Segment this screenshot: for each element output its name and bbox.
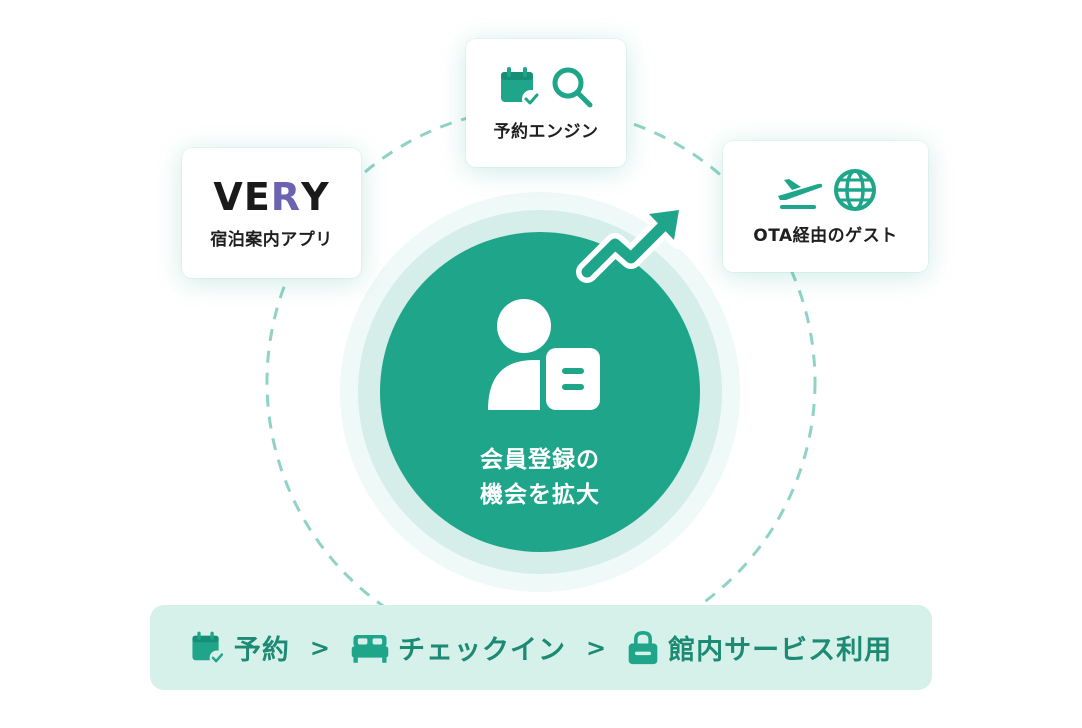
guest-flow-bar: 予約 > チェックイン > 館内サービス利用 bbox=[150, 605, 932, 690]
very-logo-y: Y bbox=[301, 174, 330, 219]
center-line-1: 会員登録の bbox=[480, 447, 600, 473]
very-logo-v: V bbox=[213, 174, 244, 219]
ota-card: OTA経由のゲスト bbox=[723, 141, 928, 272]
member-card-icon bbox=[488, 299, 600, 410]
flow-step-booking-label: 予約 bbox=[233, 635, 290, 666]
globe-icon bbox=[833, 169, 876, 211]
bed-icon bbox=[351, 634, 389, 663]
very-logo-e: E bbox=[243, 174, 271, 219]
booking-engine-card: 予約エンジン bbox=[466, 39, 626, 167]
search-icon bbox=[552, 67, 593, 107]
flow-separator: > bbox=[309, 633, 330, 662]
flow-step-booking: 予約 bbox=[190, 628, 290, 667]
very-logo: V E R Y bbox=[213, 177, 329, 217]
ota-label: OTA経由のゲスト bbox=[753, 226, 898, 246]
center-line-2: 機会を拡大 bbox=[480, 482, 600, 508]
flow-separator: > bbox=[586, 633, 607, 662]
calendar-check-icon bbox=[501, 66, 540, 108]
flow-step-checkin: チェックイン bbox=[350, 628, 566, 667]
booking-engine-label: 予約エンジン bbox=[493, 121, 599, 142]
center-message: 会員登録の 機会を拡大 bbox=[380, 443, 700, 513]
trend-up-arrow-icon bbox=[576, 201, 688, 283]
flow-step-service: 館内サービス利用 bbox=[626, 628, 892, 667]
airplane-icon bbox=[777, 179, 822, 209]
calendar-check-icon bbox=[192, 631, 225, 665]
flow-step-service-label: 館内サービス利用 bbox=[668, 635, 893, 666]
very-app-card: V E R Y 宿泊案内アプリ bbox=[182, 148, 361, 278]
lock-bag-icon bbox=[628, 630, 658, 664]
very-app-label: 宿泊案内アプリ bbox=[210, 229, 333, 250]
very-logo-r: R bbox=[270, 174, 302, 219]
flow-step-checkin-label: チェックイン bbox=[398, 635, 566, 666]
